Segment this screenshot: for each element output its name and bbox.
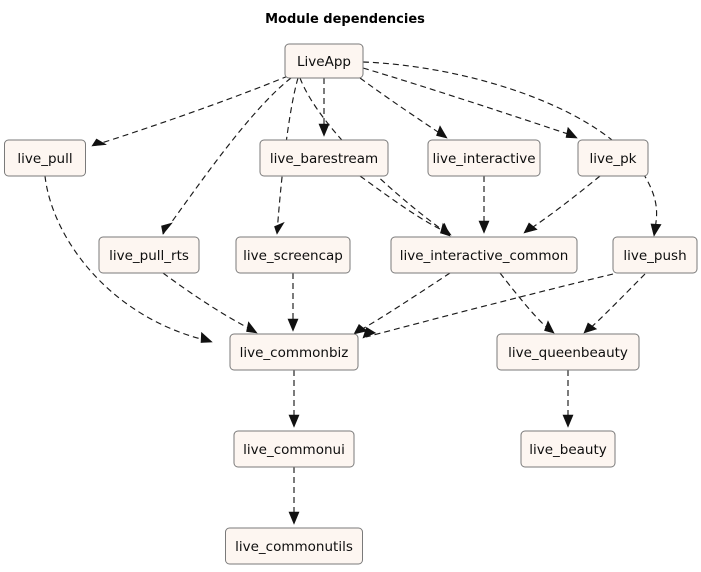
arrowhead-icon [523, 222, 538, 234]
edge-live_pk-to-live_interactive_common [523, 175, 601, 234]
node-box[interactable] [284, 43, 364, 79]
node-box[interactable] [612, 236, 698, 274]
node-box[interactable] [225, 527, 363, 565]
node-live_queenbeauty[interactable]: live_queenbeauty [496, 333, 640, 371]
node-label: live_commonui [243, 442, 345, 458]
node-label: live_interactive_common [400, 248, 569, 264]
edge-live_interactive_common-to-live_commonbiz [353, 272, 451, 335]
arrowhead-icon [583, 322, 598, 334]
edge-line [359, 175, 449, 234]
arrowhead-icon [362, 327, 377, 339]
node-box[interactable] [577, 139, 649, 177]
node-box[interactable] [229, 333, 359, 371]
edge-live_pull-to-live_commonbiz [44, 175, 213, 343]
edge-liveapp-to-live_push [362, 61, 662, 237]
edge-live_barestream-to-live_interactive_common [359, 175, 452, 236]
edge-line [362, 67, 575, 137]
node-label: live_pull [17, 151, 72, 167]
edge-live_screencap-to-live_commonbiz [287, 273, 299, 332]
arrowhead-icon [288, 414, 300, 428]
node-live_push[interactable]: live_push [612, 236, 698, 274]
edge-line [44, 175, 210, 342]
node-label: live_pull_rts [109, 248, 189, 264]
node-label: LiveApp [297, 54, 351, 70]
edge-line [91, 75, 289, 147]
edge-liveapp-to-live_pk [362, 67, 578, 139]
node-live_commonbiz[interactable]: live_commonbiz [229, 333, 359, 371]
arrowhead-icon [440, 222, 452, 236]
arrowhead-icon [565, 126, 578, 139]
node-live_beauty[interactable]: live_beauty [520, 430, 616, 468]
node-live_barestream[interactable]: live_barestream [259, 139, 389, 177]
edge-line [362, 61, 658, 235]
node-label: live_screencap [243, 248, 343, 264]
edge-line [359, 77, 445, 137]
node-live_pull_rts[interactable]: live_pull_rts [98, 236, 200, 274]
arrowhead-icon [200, 331, 213, 343]
node-label: live_beauty [529, 442, 607, 458]
node-label: live_interactive [432, 151, 535, 167]
node-live_pk[interactable]: live_pk [577, 139, 649, 177]
arrowhead-icon [318, 123, 330, 137]
edge-live_pull_rts-to-live_commonbiz [162, 272, 258, 334]
node-label: live_push [623, 248, 686, 264]
arrowhead-icon [436, 125, 448, 139]
node-label: live_barestream [270, 151, 378, 167]
arrowhead-icon [562, 414, 574, 428]
arrowhead-icon [650, 223, 662, 237]
arrowhead-icon [478, 220, 490, 234]
node-box[interactable] [98, 236, 200, 274]
edge-line [162, 77, 292, 235]
node-layer: LiveApp live_pull live_barestream live_inte… [4, 43, 698, 565]
arrowhead-icon [246, 321, 258, 334]
node-live_interactive[interactable]: live_interactive [427, 139, 541, 177]
node-label: live_pk [590, 151, 637, 167]
edge-line [356, 272, 451, 333]
edge-live_queenbeauty-to-live_beauty [562, 370, 574, 428]
node-box[interactable] [427, 139, 541, 177]
edge-live_push-to-live_queenbeauty [583, 273, 646, 334]
node-live_commonui[interactable]: live_commonui [233, 430, 355, 468]
node-box[interactable] [390, 236, 578, 274]
node-live_pull[interactable]: live_pull [4, 139, 86, 177]
edge-live_push-to-live_commonbiz [362, 273, 614, 339]
arrowhead-icon [91, 138, 107, 147]
edge-liveapp-to-live_pull [91, 75, 289, 147]
node-liveapp[interactable]: LiveApp [284, 43, 364, 79]
node-live_commonutils[interactable]: live_commonutils [225, 527, 363, 565]
node-live_interactive_common[interactable]: live_interactive_common [390, 236, 578, 274]
node-box[interactable] [496, 333, 640, 371]
edge-live_interactive_common-to-live_queenbeauty [499, 272, 555, 334]
node-box[interactable] [235, 236, 351, 274]
node-live_screencap[interactable]: live_screencap [235, 236, 351, 274]
edge-liveapp-to-live_interactive [359, 77, 448, 139]
node-label: live_commonbiz [240, 345, 349, 361]
arrowhead-icon [353, 324, 368, 335]
node-box[interactable] [520, 430, 616, 468]
node-label: live_commonutils [235, 539, 353, 555]
node-label: live_queenbeauty [508, 345, 628, 361]
diagram-title: Module dependencies [265, 12, 425, 27]
edge-line [365, 273, 614, 338]
edge-line [526, 175, 601, 232]
node-box[interactable] [233, 430, 355, 468]
edge-layer [44, 61, 662, 525]
edge-live_interactive-to-live_interactive_common [478, 176, 490, 234]
edge-line [299, 77, 449, 235]
edge-line [162, 272, 255, 332]
edge-live_commonbiz-to-live_commonui [288, 370, 300, 428]
arrowhead-icon [288, 511, 300, 525]
edge-liveapp-to-live_pull_rts [161, 77, 292, 235]
arrowhead-icon [287, 318, 299, 332]
arrowhead-icon [544, 320, 555, 334]
arrowhead-icon [274, 221, 285, 235]
node-box[interactable] [259, 139, 389, 177]
arrowhead-icon [161, 222, 173, 235]
edge-liveapp-to-live_barestream [318, 78, 330, 137]
node-box[interactable] [4, 139, 86, 177]
edge-live_commonui-to-live_commonutils [288, 467, 300, 525]
